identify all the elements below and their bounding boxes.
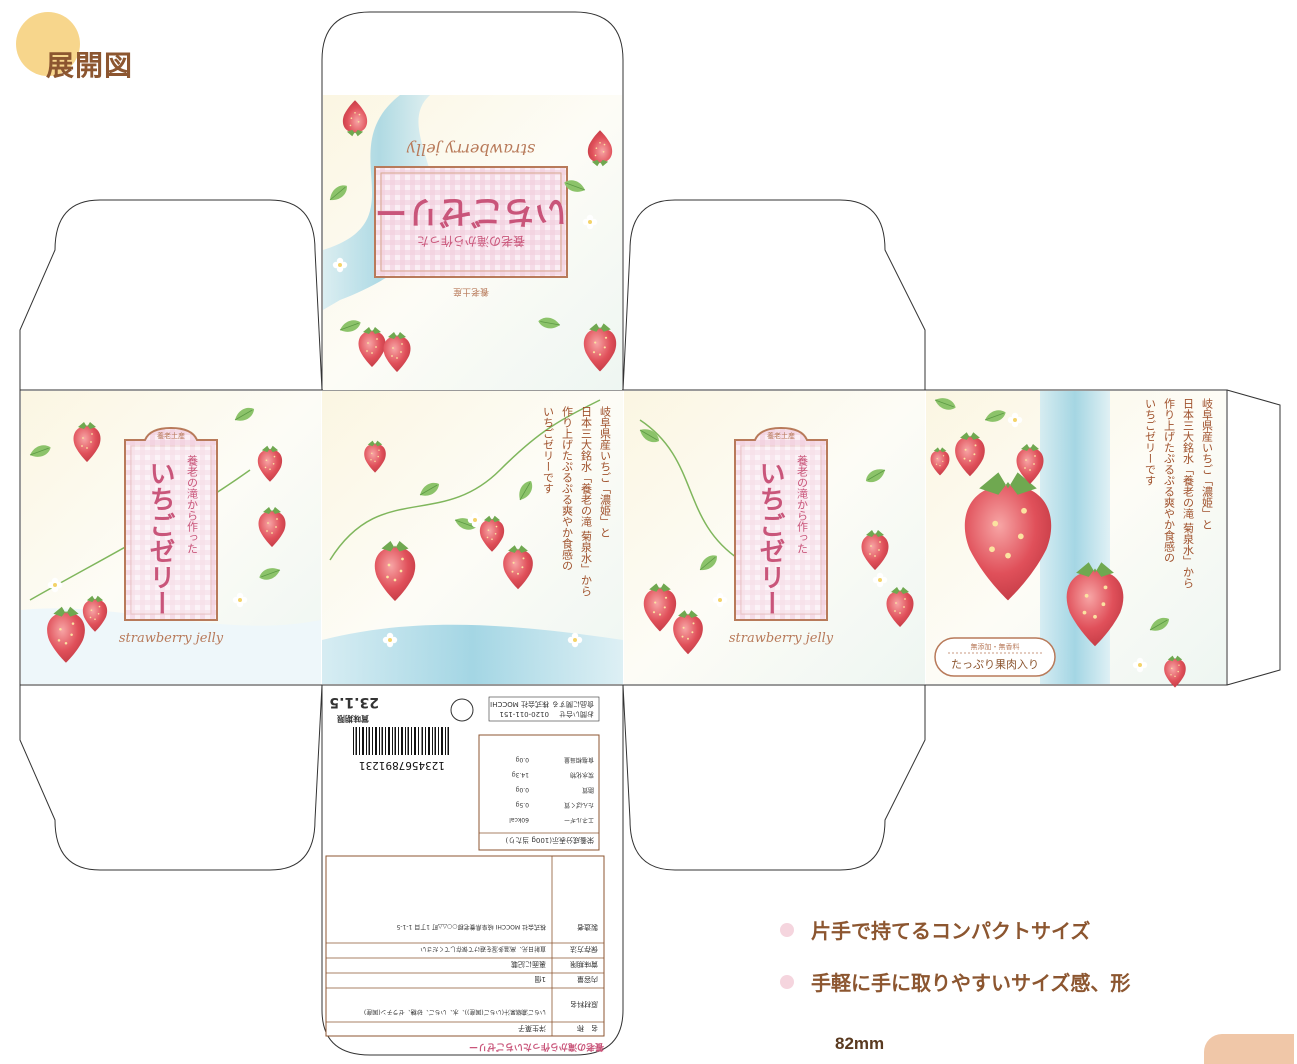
back-description-line-2: 日本三大銘水「養老の滝 菊泉水」から [1182, 398, 1195, 589]
feature-item: 片手で持てるコンパクトサイズ [780, 915, 1130, 944]
contact-line-3: 食品に関する [552, 700, 594, 709]
label-row-4-value: 裏面に記載 [511, 960, 546, 969]
back-panel: 岐阜県産いちご「濃姫」と 日本三大銘水「養老の滝 菊泉水」から 作り上げたぷるぷ… [926, 391, 1226, 688]
dimension-label: 82mm [835, 1034, 885, 1053]
nutrition-value-5: 0.0g [515, 756, 529, 763]
barcode [353, 727, 449, 755]
label-heading: 養老の滝から作ったいちごゼリー [469, 1041, 605, 1053]
barcode-number: 1234567891231 [359, 759, 445, 772]
back-description-line-4: いちごゼリーです [1144, 398, 1157, 486]
nutrition-key-5: 食塩相当量 [564, 756, 594, 764]
nutrition-key-2: たんぱく質 [564, 801, 594, 809]
top-subtitle: 養老の滝から作った [417, 234, 525, 249]
description-line-2: 日本三大銘水「養老の滝 菊泉水」から [580, 406, 593, 597]
badge-small-text: 無添加・無香料 [971, 642, 1020, 651]
badge-main-text: たっぷり果肉入り [951, 658, 1039, 671]
label-row-4-key: 賞味期限 [570, 960, 598, 969]
feature-list: 片手で持てるコンパクトサイズ 手軽に手に取りやすいサイズ感、形 [780, 915, 1130, 1019]
contact-line-4: 株式会社 MOCCHI [490, 700, 549, 709]
expiry-date: 23.1.5 [329, 694, 379, 710]
contact-line-2: 0120-011-151 [499, 710, 549, 718]
contact-line-1: お問い合せ [559, 710, 594, 719]
side-panel-right: 養老土産 養老の滝から作った いちごゼリー strawberry jelly [624, 391, 925, 684]
description-panel: 岐阜県産いちご「濃姫」と 日本三大銘水「養老の滝 菊泉水」から 作り上げたぷるぷ… [322, 391, 623, 684]
label-row-3-value: 1個 [535, 975, 546, 984]
bottom-label: 養老の滝から作ったいちごゼリー 名 称 洋生菓子 原材料名 いちご濃縮果汁(いち… [325, 694, 605, 1053]
right-tag: 養老土産 [767, 431, 795, 440]
label-row-5-value: 直射日光、高温多湿を避けて保存してください [420, 945, 546, 953]
left-english-name: strawberry jelly [119, 631, 224, 646]
feature-text: 片手で持てるコンパクトサイズ [811, 919, 1091, 943]
back-description-line-1: 岐阜県産いちご「濃姫」と [1201, 398, 1214, 530]
nutrition-key-4: 炭水化物 [570, 771, 594, 779]
left-tag: 養老土産 [157, 431, 185, 440]
page-title: 展開図 [46, 49, 134, 82]
bullet-dot-icon [780, 922, 794, 937]
nutrition-value-4: 14.3g [512, 771, 529, 778]
top-product-name: いちごゼリー [375, 193, 567, 231]
top-english-name: strawberry jelly [406, 140, 535, 159]
description-line-3: 作り上げたぷるぷる爽やか食感の [561, 406, 574, 571]
feature-item: 手軽に手に取りやすいサイズ感、形 [780, 967, 1130, 996]
nutrition-value-3: 0.0g [515, 786, 529, 793]
expiry-label: 賞味期限 [337, 714, 369, 724]
label-row-1-value: 洋生菓子 [518, 1024, 546, 1033]
nutrition-key-1: エネルギー [564, 816, 594, 823]
right-subtitle: 養老の滝から作った [796, 454, 809, 554]
nutrition-title: 栄養成分表示(100g 当たり) [505, 836, 594, 845]
label-row-5-key: 保存方法 [570, 945, 598, 954]
title-circle-decoration [16, 12, 80, 76]
description-line-1: 岐阜県産いちご「濃姫」と [599, 406, 612, 538]
right-english-name: strawberry jelly [729, 631, 834, 646]
side-panel-left: 養老土産 養老の滝から作った いちごゼリー strawberry jelly [21, 391, 321, 684]
feature-text: 手軽に手に取りやすいサイズ感、形 [811, 971, 1131, 995]
nutrition-value-1: 60kcal [509, 816, 529, 823]
description-line-4: いちごゼリーです [542, 406, 555, 494]
bullet-dot-icon [780, 974, 794, 989]
label-row-3-key: 内容量 [577, 975, 598, 984]
left-subtitle: 養老の滝から作った [186, 454, 199, 554]
nutrition-key-3: 脂質 [582, 786, 594, 794]
recycle-mark-icon [450, 698, 474, 722]
nutrition-value-2: 0.5g [515, 801, 529, 808]
left-product-name: いちごゼリー [145, 460, 175, 616]
top-tag: 養老土産 [453, 286, 489, 298]
label-row-6-value: 株式会社 MOCCHI 岐阜県養老郡○○△△町 1丁目 1-1-5 [396, 923, 546, 931]
hand-image [1204, 1034, 1294, 1064]
label-row-2-value: いちご濃縮果汁(いちご(国産))、水、いちご、砂糖、ゼラチン(国産) [364, 1008, 546, 1016]
label-row-2-key: 原材料名 [570, 1000, 598, 1009]
label-row-6-key: 製造者 [577, 923, 598, 932]
label-row-1-key: 名 称 [577, 1024, 598, 1033]
top-lid-artwork: 養老の滝から作った いちごゼリー strawberry jelly 養老土産 [323, 95, 622, 390]
right-product-name: いちごゼリー [755, 460, 785, 616]
back-description-line-3: 作り上げたぷるぷる爽やか食感の [1163, 398, 1176, 563]
